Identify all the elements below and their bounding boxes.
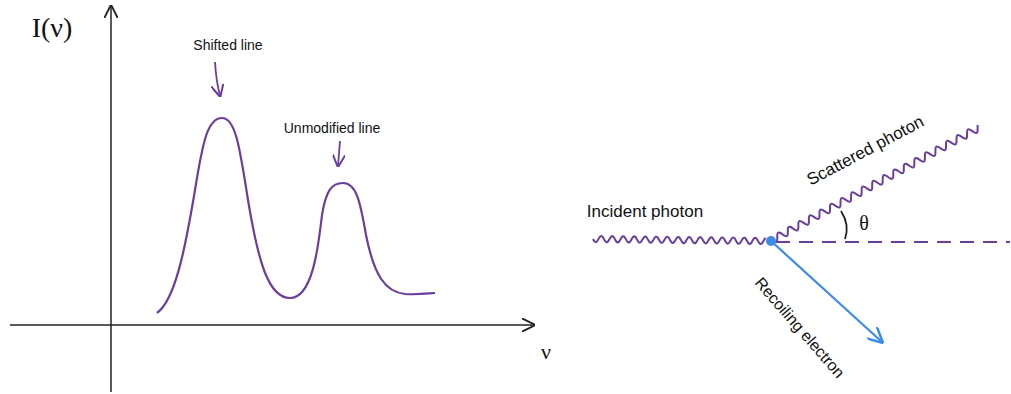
photon-label: Scattered photon: [804, 112, 927, 189]
peak-label: Unmodified line: [284, 121, 381, 136]
x-axis: [10, 324, 534, 326]
pointer-arrow: [338, 141, 340, 166]
pointer-arrow: [215, 62, 220, 96]
incident-photon-wave: [593, 236, 766, 244]
peak-label: Shifted line: [193, 38, 262, 53]
reference-line: [776, 241, 1010, 243]
y-axis: [110, 6, 112, 392]
photon-label: Incident photon: [587, 203, 703, 222]
axis-label: I(ν): [32, 13, 73, 44]
angle-arc: [841, 211, 847, 239]
intensity-curve: [157, 118, 435, 313]
angle-label: θ: [859, 212, 869, 234]
electron-dot: [766, 236, 776, 246]
electron-label: Recoiling electron: [752, 274, 849, 382]
axis-label: ν: [541, 340, 551, 364]
